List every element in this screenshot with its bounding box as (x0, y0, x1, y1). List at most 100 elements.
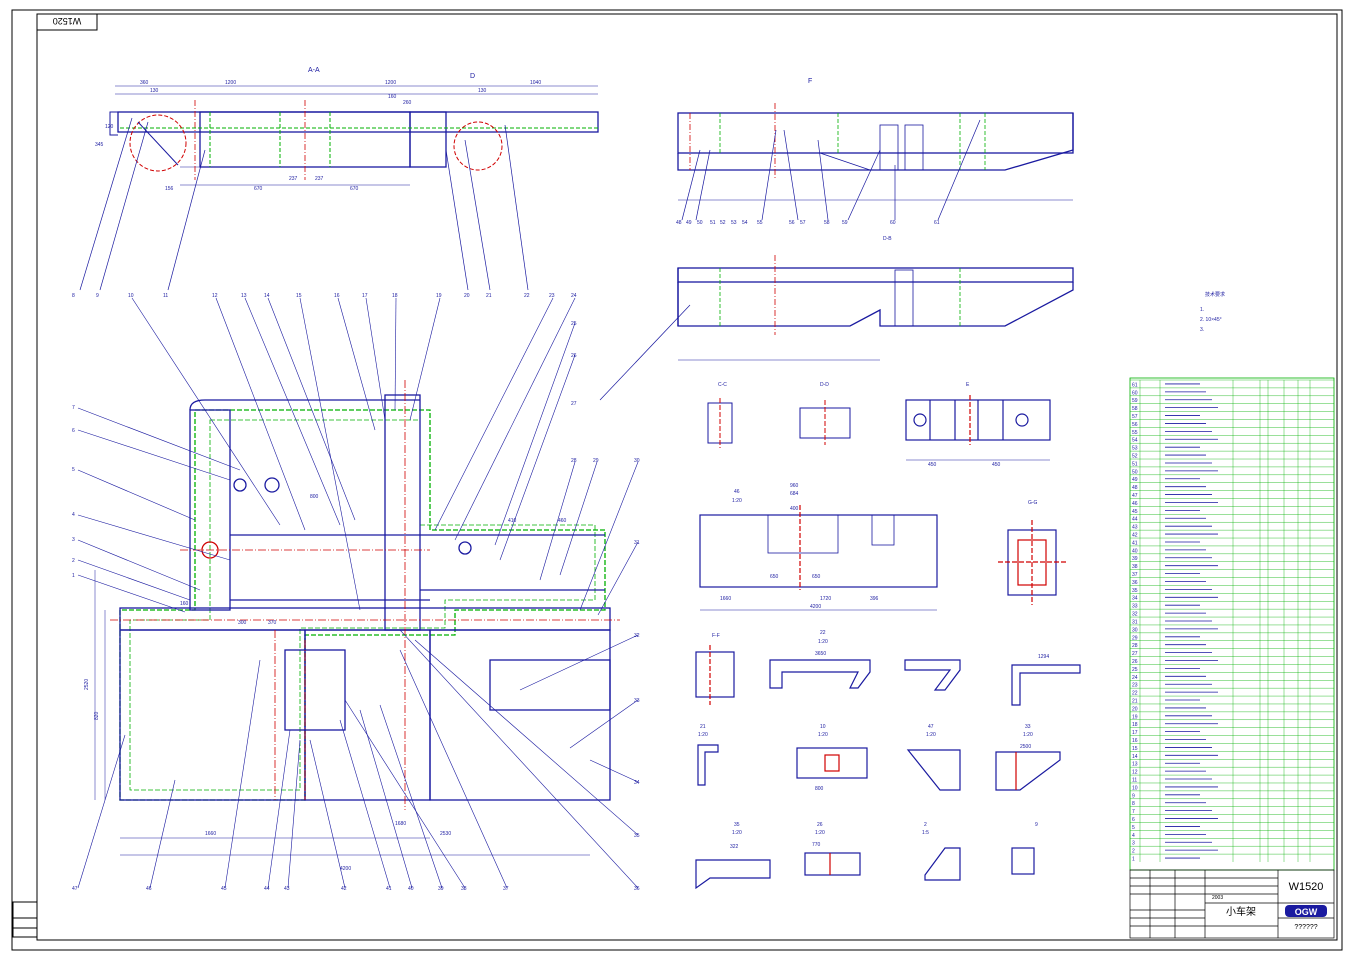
technical-notes: 技术要求 1. 2. 10×45° 3. (1200, 291, 1225, 333)
title-drawing-number: W1520 (1289, 881, 1324, 893)
dim-33: 2500 (1020, 744, 1031, 750)
balloon: 38 (461, 886, 467, 892)
notes-title: 技术要求 (1205, 291, 1225, 298)
balloon: 13 (241, 293, 247, 299)
bom-row-number: 44 (1132, 517, 1138, 523)
dim-top-9: 670 (254, 186, 263, 192)
bom-row-number: 14 (1132, 754, 1138, 760)
bom-row-number: 24 (1132, 675, 1138, 681)
bom-row-number: 31 (1132, 619, 1138, 625)
balloon: 6 (72, 428, 75, 434)
balloon: 57 (800, 220, 806, 226)
balloon: 18 (392, 293, 398, 299)
svg-text:1:20: 1:20 (818, 639, 828, 645)
bom-row-number: 52 (1132, 454, 1138, 460)
svg-text:1:20: 1:20 (815, 830, 825, 836)
part-46-scale: 1:20 (732, 498, 742, 504)
dim-46-4: 396 (870, 596, 879, 602)
svg-text:47: 47 (928, 724, 934, 730)
bom-row-number: 1 (1132, 857, 1135, 863)
svg-text:1:5: 1:5 (922, 830, 929, 836)
dim-top-3: 1200 (385, 80, 396, 86)
plan-dim-11: 410 (508, 518, 517, 524)
balloon: 32 (634, 633, 640, 639)
bom-row-number: 56 (1132, 422, 1138, 428)
balloon: 29 (593, 458, 599, 464)
balloon: 1 (72, 573, 75, 579)
bom-row-number: 33 (1132, 604, 1138, 610)
bom-row-number: 10 (1132, 785, 1138, 791)
balloon: 46 (146, 886, 152, 892)
svg-text:10: 10 (820, 724, 826, 730)
bom-row-number: 58 (1132, 406, 1138, 412)
dim-46-2: 1660 (720, 596, 731, 602)
balloon: 9 (96, 293, 99, 299)
part-10-detail: 10 1:20 800 (796, 724, 868, 792)
dim-top-1: 360 (140, 80, 149, 86)
balloon: 15 (296, 293, 302, 299)
bom-row-number: 42 (1132, 533, 1138, 539)
bom-row-number: 47 (1132, 493, 1138, 499)
bom-row-number: 40 (1132, 548, 1138, 554)
section-db-view: D-B (677, 236, 1074, 361)
note-2: 2. 10×45° (1200, 317, 1222, 323)
title-year: 2003 (1212, 895, 1223, 901)
plan-dim-9: 370 (268, 620, 277, 626)
plan-dim-2: 1660 (205, 831, 216, 837)
balloon: 52 (720, 220, 726, 226)
bom-row-number: 59 (1132, 398, 1138, 404)
bom-row-number: 49 (1132, 477, 1138, 483)
part-9-detail: 9 (1011, 822, 1038, 875)
dim-10: 800 (815, 786, 824, 792)
dim-top-8: 130 (478, 88, 487, 94)
balloon: 40 (408, 886, 414, 892)
balloon: 4 (72, 512, 75, 518)
dim-26: 770 (812, 842, 821, 848)
dim-46-3: 1720 (820, 596, 831, 602)
dim-top-2: 1200 (225, 80, 236, 86)
bom-row-number: 50 (1132, 469, 1138, 475)
balloon: 2 (72, 558, 75, 564)
bom-row-number: 48 (1132, 485, 1138, 491)
balloon: 61 (934, 220, 940, 226)
balloon: 43 (284, 886, 290, 892)
svg-text:1:20: 1:20 (818, 732, 828, 738)
plan-dim-6: 800 (310, 494, 319, 500)
note-1: 1. (1200, 307, 1204, 313)
bom-row-number: 55 (1132, 430, 1138, 436)
balloon: 39 (438, 886, 444, 892)
bill-of-materials: 6160595857565554535251504948474645444342… (1129, 377, 1335, 871)
code-stamp: W1520 (53, 16, 82, 26)
section-ff-view: F-F (695, 633, 735, 705)
plan-view (94, 380, 620, 856)
section-aa-view: A-A (109, 67, 600, 186)
bom-row-number: 5 (1132, 825, 1135, 831)
balloon: 10 (128, 293, 134, 299)
dim-top-15: 156 (165, 186, 174, 192)
bom-row-number: 13 (1132, 762, 1138, 768)
balloon: 55 (757, 220, 763, 226)
balloon: 36 (634, 886, 640, 892)
balloon: 44 (264, 886, 270, 892)
plan-dim-4: 1680 (395, 821, 406, 827)
bom-row-number: 22 (1132, 691, 1138, 697)
bom-row-number: 21 (1132, 698, 1138, 704)
bom-row-number: 8 (1132, 801, 1135, 807)
svg-text:1:20: 1:20 (926, 732, 936, 738)
section-cc-view: C-C (707, 382, 733, 448)
title-part-name: 小车架 (1226, 905, 1256, 918)
balloon: 50 (697, 220, 703, 226)
view-e-label: E (966, 382, 970, 388)
bom-row-number: 34 (1132, 596, 1138, 602)
code-stamp-box (36, 13, 98, 31)
dim-35: 322 (730, 844, 739, 850)
balloon: 24 (571, 293, 577, 299)
bom-row-number: 38 (1132, 564, 1138, 570)
title-block (1129, 869, 1335, 939)
dim-46-1: 4200 (810, 604, 821, 610)
dim-46-7: 960 (790, 483, 799, 489)
plan-dim-12: 460 (558, 518, 567, 524)
bom-row-number: 3 (1132, 841, 1135, 847)
dim-46-6: 650 (812, 574, 821, 580)
